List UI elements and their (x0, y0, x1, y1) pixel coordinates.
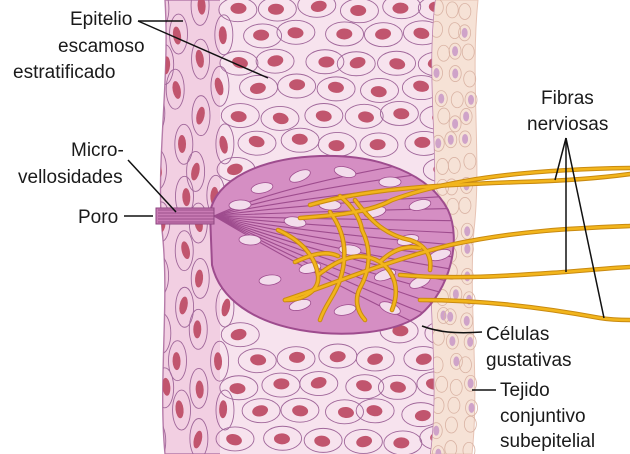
connective-nucleus (449, 336, 455, 346)
connective-nucleus (452, 119, 458, 129)
label-tejido-line1: Tejido (500, 380, 550, 401)
connective-nucleus (463, 111, 469, 121)
label-fibras-line2: nerviosas (527, 114, 608, 135)
connective-nucleus (468, 378, 474, 388)
label-epitelio-line1: Epitelio (70, 9, 132, 30)
label-tejido-line2: conjuntivo (500, 406, 586, 427)
connective-nucleus (462, 28, 468, 38)
connective-nucleus (438, 94, 444, 104)
cell-nucleus (154, 0, 163, 17)
label-tejido-line3: subepitelial (500, 431, 595, 452)
connective-nucleus (448, 135, 454, 145)
label-celulas-line2: gustativas (486, 350, 572, 371)
label-poro: Poro (78, 207, 118, 228)
connective-nucleus (464, 316, 470, 326)
connective-nucleus (464, 226, 470, 236)
cell-nucleus (268, 4, 284, 15)
cell-nucleus (148, 103, 160, 122)
connective-nucleus (464, 244, 470, 254)
label-fibras-line1: Fibras (541, 88, 594, 109)
connective-nucleus (433, 426, 439, 436)
cell-nucleus (151, 433, 160, 452)
connective-nucleus (467, 337, 473, 347)
label-epitelio-line2: escamoso (58, 36, 145, 57)
connective-nucleus (462, 134, 468, 144)
connective-nucleus (453, 289, 459, 299)
label-micro-line1: Micro- (71, 140, 124, 161)
cell-nucleus (230, 3, 246, 14)
gustatory-cell-nucleus (379, 177, 401, 187)
connective-nucleus (434, 68, 440, 78)
label-celulas-line1: Células (486, 324, 549, 345)
label-micro-line2: vellosidades (18, 167, 123, 188)
connective-nucleus (468, 95, 474, 105)
connective-nucleus (435, 138, 441, 148)
leader-fibras-1 (555, 138, 566, 180)
cell-nucleus (154, 266, 164, 285)
connective-nucleus (452, 69, 458, 79)
connective-nucleus (452, 46, 458, 56)
connective-nucleus (453, 356, 459, 366)
label-epitelio-line3: estratificado (13, 62, 115, 83)
connective-nucleus (447, 312, 453, 322)
connective-nucleus (469, 403, 475, 413)
